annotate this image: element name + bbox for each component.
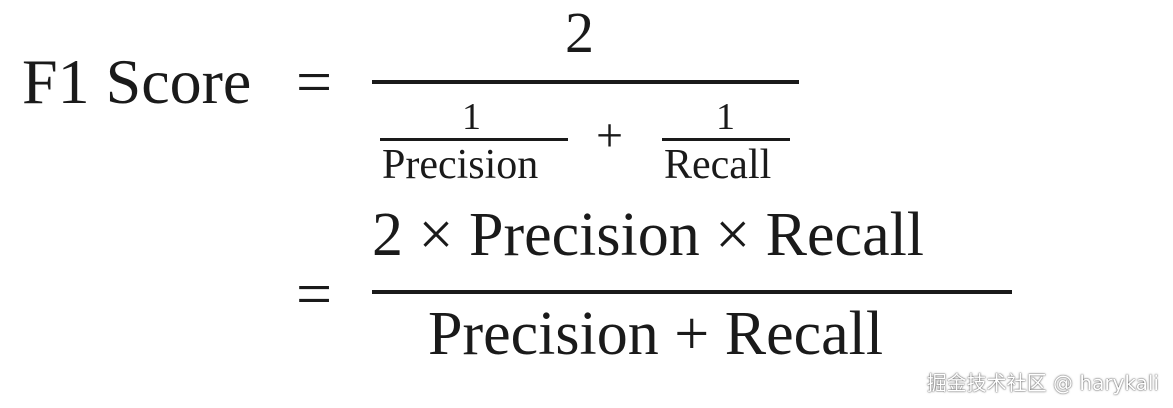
- line2-numerator: 2 × Precision × Recall: [372, 201, 925, 269]
- equals-sign-1: =: [296, 46, 333, 117]
- term1-denominator: Precision: [382, 142, 539, 188]
- term2-denominator: Recall: [664, 142, 772, 188]
- main-fraction-bar: [372, 80, 799, 84]
- line2-fraction-bar: [372, 290, 1012, 294]
- line2-denominator: Precision + Recall: [428, 300, 884, 368]
- term1-fraction-bar: [380, 138, 568, 141]
- main-numerator: 2: [565, 0, 594, 65]
- term1-numerator: 1: [462, 96, 481, 138]
- watermark: 掘金技术社区 @ harykali: [926, 371, 1159, 395]
- lhs-label: F1 Score: [22, 46, 252, 117]
- plus-sign-inner: +: [596, 109, 624, 162]
- term2-fraction-bar: [662, 138, 790, 141]
- term2-numerator: 1: [716, 96, 735, 138]
- equals-sign-2: =: [296, 258, 333, 329]
